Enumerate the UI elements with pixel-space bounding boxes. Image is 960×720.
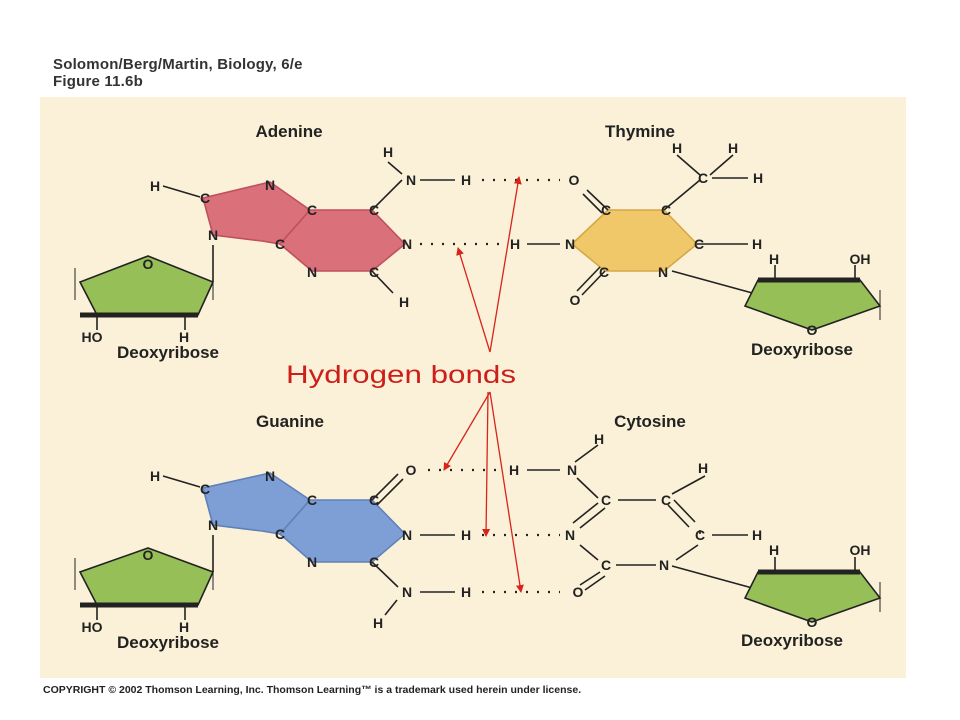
- atom: N: [402, 236, 412, 252]
- atom: H: [753, 170, 763, 186]
- atom: C: [307, 492, 317, 508]
- atom: O: [143, 256, 154, 272]
- deoxyribose-label-g: Deoxyribose: [117, 633, 219, 652]
- deoxyribose-label-a: Deoxyribose: [117, 343, 219, 362]
- book-citation: Solomon/Berg/Martin, Biology, 6/e: [53, 56, 303, 73]
- atom: N: [567, 462, 577, 478]
- atom: H: [698, 460, 708, 476]
- adenine-label: Adenine: [255, 122, 322, 141]
- atom: H: [752, 527, 762, 543]
- figure-number: Figure 11.6b: [53, 73, 143, 90]
- atom: N: [208, 517, 218, 533]
- atom: C: [200, 481, 210, 497]
- atom: H: [752, 236, 762, 252]
- deoxyribose-label-t: Deoxyribose: [751, 340, 853, 359]
- atom: O: [143, 547, 154, 563]
- atom: C: [601, 202, 611, 218]
- atom: H: [510, 236, 520, 252]
- atom: N: [406, 172, 416, 188]
- atom: C: [369, 264, 379, 280]
- atom-labels: H C N N C C C N N C H N H H O HO H O H H…: [82, 140, 871, 635]
- atom: H: [728, 140, 738, 156]
- atom: O: [570, 292, 581, 308]
- atom: H: [150, 178, 160, 194]
- atom: C: [661, 492, 671, 508]
- atom: N: [307, 554, 317, 570]
- atom: C: [200, 190, 210, 206]
- atom: C: [275, 236, 285, 252]
- atom: N: [307, 264, 317, 280]
- atom: N: [402, 584, 412, 600]
- atom: C: [698, 170, 708, 186]
- atom: H: [399, 294, 409, 310]
- atom: C: [601, 557, 611, 573]
- thymine-label: Thymine: [605, 122, 675, 141]
- atom: N: [402, 527, 412, 543]
- atom: OH: [850, 251, 871, 267]
- atom: H: [373, 615, 383, 631]
- thymine-ring: [570, 209, 699, 272]
- atom: N: [658, 264, 668, 280]
- atom: C: [307, 202, 317, 218]
- atom: N: [265, 468, 275, 484]
- atom: H: [769, 542, 779, 558]
- atom: C: [369, 492, 379, 508]
- dotted-hydrogen-bonds: [420, 178, 560, 594]
- atom: H: [179, 329, 189, 345]
- atom: OH: [850, 542, 871, 558]
- atom: H: [461, 527, 471, 543]
- atom: HO: [82, 619, 103, 635]
- atom: H: [769, 251, 779, 267]
- deoxyribose-label-c: Deoxyribose: [741, 631, 843, 650]
- copyright-notice: COPYRIGHT © 2002 Thomson Learning, Inc. …: [43, 684, 582, 696]
- atom: N: [659, 557, 669, 573]
- atom: C: [369, 202, 379, 218]
- atom: H: [672, 140, 682, 156]
- atom: C: [601, 492, 611, 508]
- atom: N: [208, 227, 218, 243]
- atom: O: [807, 322, 818, 338]
- guanine-label: Guanine: [256, 412, 324, 431]
- atom: O: [406, 462, 417, 478]
- hbond-arrows: [443, 176, 524, 593]
- atom: H: [509, 462, 519, 478]
- atom: C: [694, 236, 704, 252]
- atom: O: [573, 584, 584, 600]
- hydrogen-bonds-label: Hydrogen bonds: [286, 361, 516, 389]
- atom: C: [599, 264, 609, 280]
- atom: H: [461, 172, 471, 188]
- atom: H: [179, 619, 189, 635]
- cytosine-label: Cytosine: [614, 412, 686, 431]
- atom: N: [265, 177, 275, 193]
- atom: H: [150, 468, 160, 484]
- atom: N: [565, 236, 575, 252]
- atom: N: [565, 527, 575, 543]
- atom: C: [369, 554, 379, 570]
- atom: H: [461, 584, 471, 600]
- atom: C: [275, 526, 285, 542]
- atom: C: [695, 527, 705, 543]
- atom: H: [383, 144, 393, 160]
- atom: H: [594, 431, 604, 447]
- atom: C: [661, 202, 671, 218]
- atom: O: [569, 172, 580, 188]
- atom: O: [807, 614, 818, 630]
- atom: HO: [82, 329, 103, 345]
